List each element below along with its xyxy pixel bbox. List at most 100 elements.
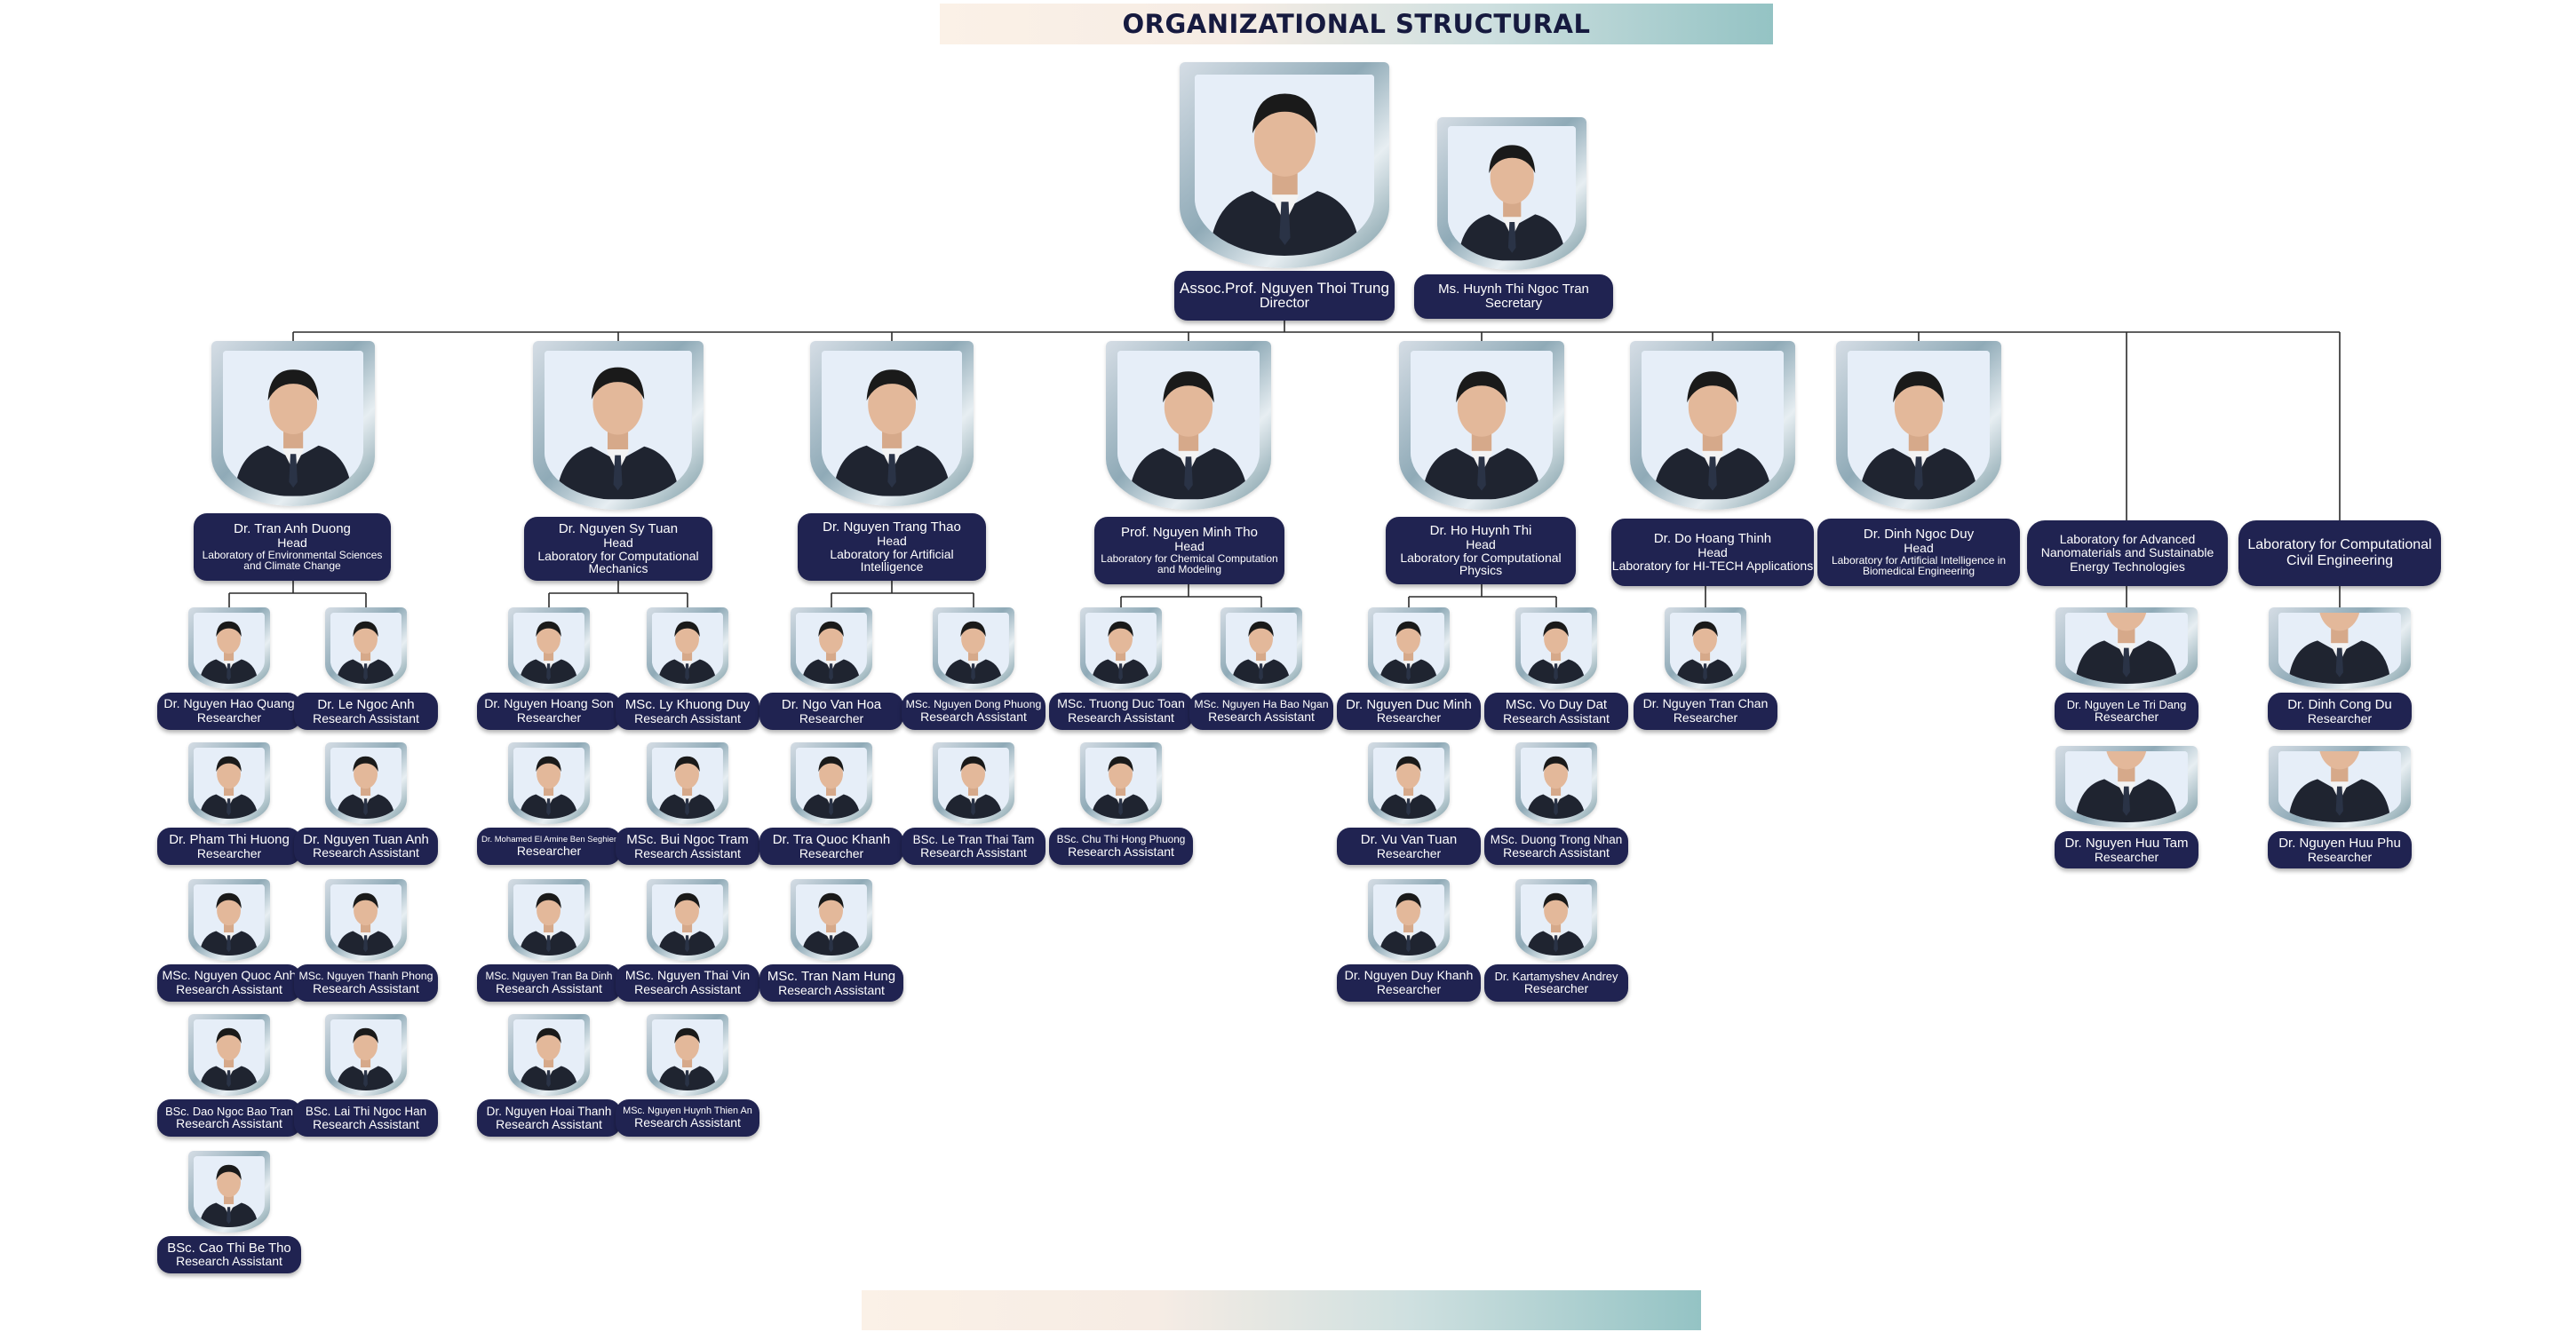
- person-silhouette: [2278, 612, 2401, 685]
- member-name: BSc. Lai Thi Ngoc Han: [305, 1104, 427, 1118]
- person-silhouette: [513, 1019, 584, 1091]
- member-name: MSc. Bui Ngoc Tram: [626, 831, 749, 847]
- member-name: Dr. Mohamed El Amine Ben Seghier: [481, 834, 617, 844]
- member-name: MSc. Duong Trong Nhan: [1490, 832, 1623, 846]
- member-photo: [2055, 746, 2198, 828]
- member-name: BSc. Chu Thi Hong Phuong: [1056, 833, 1186, 846]
- person-silhouette: [1642, 351, 1784, 500]
- member-role: Research Assistant: [313, 845, 419, 860]
- member-photo: [1665, 607, 1746, 689]
- member-role: Researcher: [2307, 849, 2373, 864]
- member-photo: [325, 607, 407, 689]
- member-name: Dr. Vu Van Tuan: [1360, 831, 1458, 847]
- member-name: MSc. Nguyen Quoc Anh: [162, 969, 297, 984]
- member-name: Dr. Nguyen Huu Phu: [2278, 835, 2401, 851]
- member-photo: [1368, 879, 1450, 961]
- person-silhouette: [1373, 747, 1444, 820]
- lab-head-role: Head: [1697, 545, 1728, 560]
- member-photo: [1515, 607, 1597, 689]
- person-silhouette: [513, 747, 584, 820]
- member-photo: [933, 607, 1014, 689]
- member-name: BSc. Dao Ngoc Bao Tran: [165, 1104, 293, 1118]
- member-role: Research Assistant: [1208, 710, 1315, 725]
- secretary-role: Secretary: [1484, 296, 1543, 311]
- member-role: Researcher: [2094, 710, 2159, 725]
- member-photo: [1515, 742, 1597, 824]
- member-photo: [325, 1014, 407, 1096]
- person-silhouette: [2065, 750, 2188, 823]
- person-silhouette: [194, 884, 265, 956]
- person-silhouette: [330, 884, 402, 956]
- member-photo: [1220, 607, 1302, 689]
- person-silhouette: [796, 884, 867, 956]
- person-silhouette: [1447, 126, 1577, 261]
- member-photo: [325, 742, 407, 824]
- person-silhouette: [194, 1155, 265, 1228]
- photo: [821, 351, 963, 496]
- photo: [938, 747, 1009, 820]
- member-role: Research Assistant: [634, 710, 741, 725]
- photo: [1521, 884, 1592, 956]
- director-role: Director: [1259, 295, 1309, 311]
- lab-name: Laboratory of Environmental Sciences and…: [202, 548, 383, 573]
- member-name: Dr. Nguyen Tuan Anh: [303, 831, 429, 847]
- lab-head-photo: [1399, 341, 1564, 510]
- photo: [1194, 74, 1375, 257]
- photo: [652, 747, 723, 820]
- member-photo: [188, 1151, 270, 1233]
- person-silhouette: [1670, 612, 1741, 685]
- footer-banner: [862, 1290, 1701, 1330]
- member-name: MSc. Nguyen Thai Vin: [624, 969, 751, 984]
- member-name: Dr. Tra Quoc Khanh: [772, 831, 891, 847]
- member-photo: [2269, 746, 2411, 828]
- member-role: Research Assistant: [176, 1254, 282, 1269]
- photo: [1373, 612, 1444, 685]
- member-role: Research Assistant: [634, 845, 741, 860]
- lab-head-photo: [533, 341, 704, 510]
- photo: [513, 747, 584, 820]
- member-photo: [508, 742, 590, 824]
- person-silhouette: [1117, 351, 1260, 500]
- member-role: Research Assistant: [313, 981, 419, 996]
- lab-head-name: Dr. Nguyen Trang Thao: [823, 519, 961, 535]
- person-silhouette: [1226, 612, 1297, 685]
- person-silhouette: [222, 351, 364, 496]
- member-role: Researcher: [1376, 710, 1442, 725]
- member-role: Research Assistant: [176, 1116, 282, 1131]
- member-name: BSc. Le Tran Thai Tam: [912, 832, 1035, 846]
- member-name: Dr. Nguyen Hoai Thanh: [486, 1104, 612, 1118]
- person-silhouette: [545, 351, 692, 500]
- member-name: Dr. Nguyen Tran Chan: [1642, 697, 1769, 712]
- member-photo: [1368, 742, 1450, 824]
- lab-head-photo: [211, 341, 375, 506]
- lab-name-label: Laboratory for Advanced Nanomaterials an…: [2027, 520, 2228, 586]
- member-role: Researcher: [1523, 981, 1589, 996]
- person-silhouette: [1085, 612, 1157, 685]
- director-name: Assoc.Prof. Nguyen Thoi Trung: [1180, 279, 1389, 297]
- member-role: Research Assistant: [1068, 710, 1174, 725]
- member-photo: [188, 742, 270, 824]
- photo: [1117, 351, 1260, 500]
- member-role: Researcher: [516, 710, 582, 725]
- photo: [513, 884, 584, 956]
- member-photo: [1368, 607, 1450, 689]
- photo: [194, 612, 265, 685]
- photo: [1642, 351, 1784, 500]
- member-photo: [791, 879, 872, 961]
- member-photo: [647, 1014, 728, 1096]
